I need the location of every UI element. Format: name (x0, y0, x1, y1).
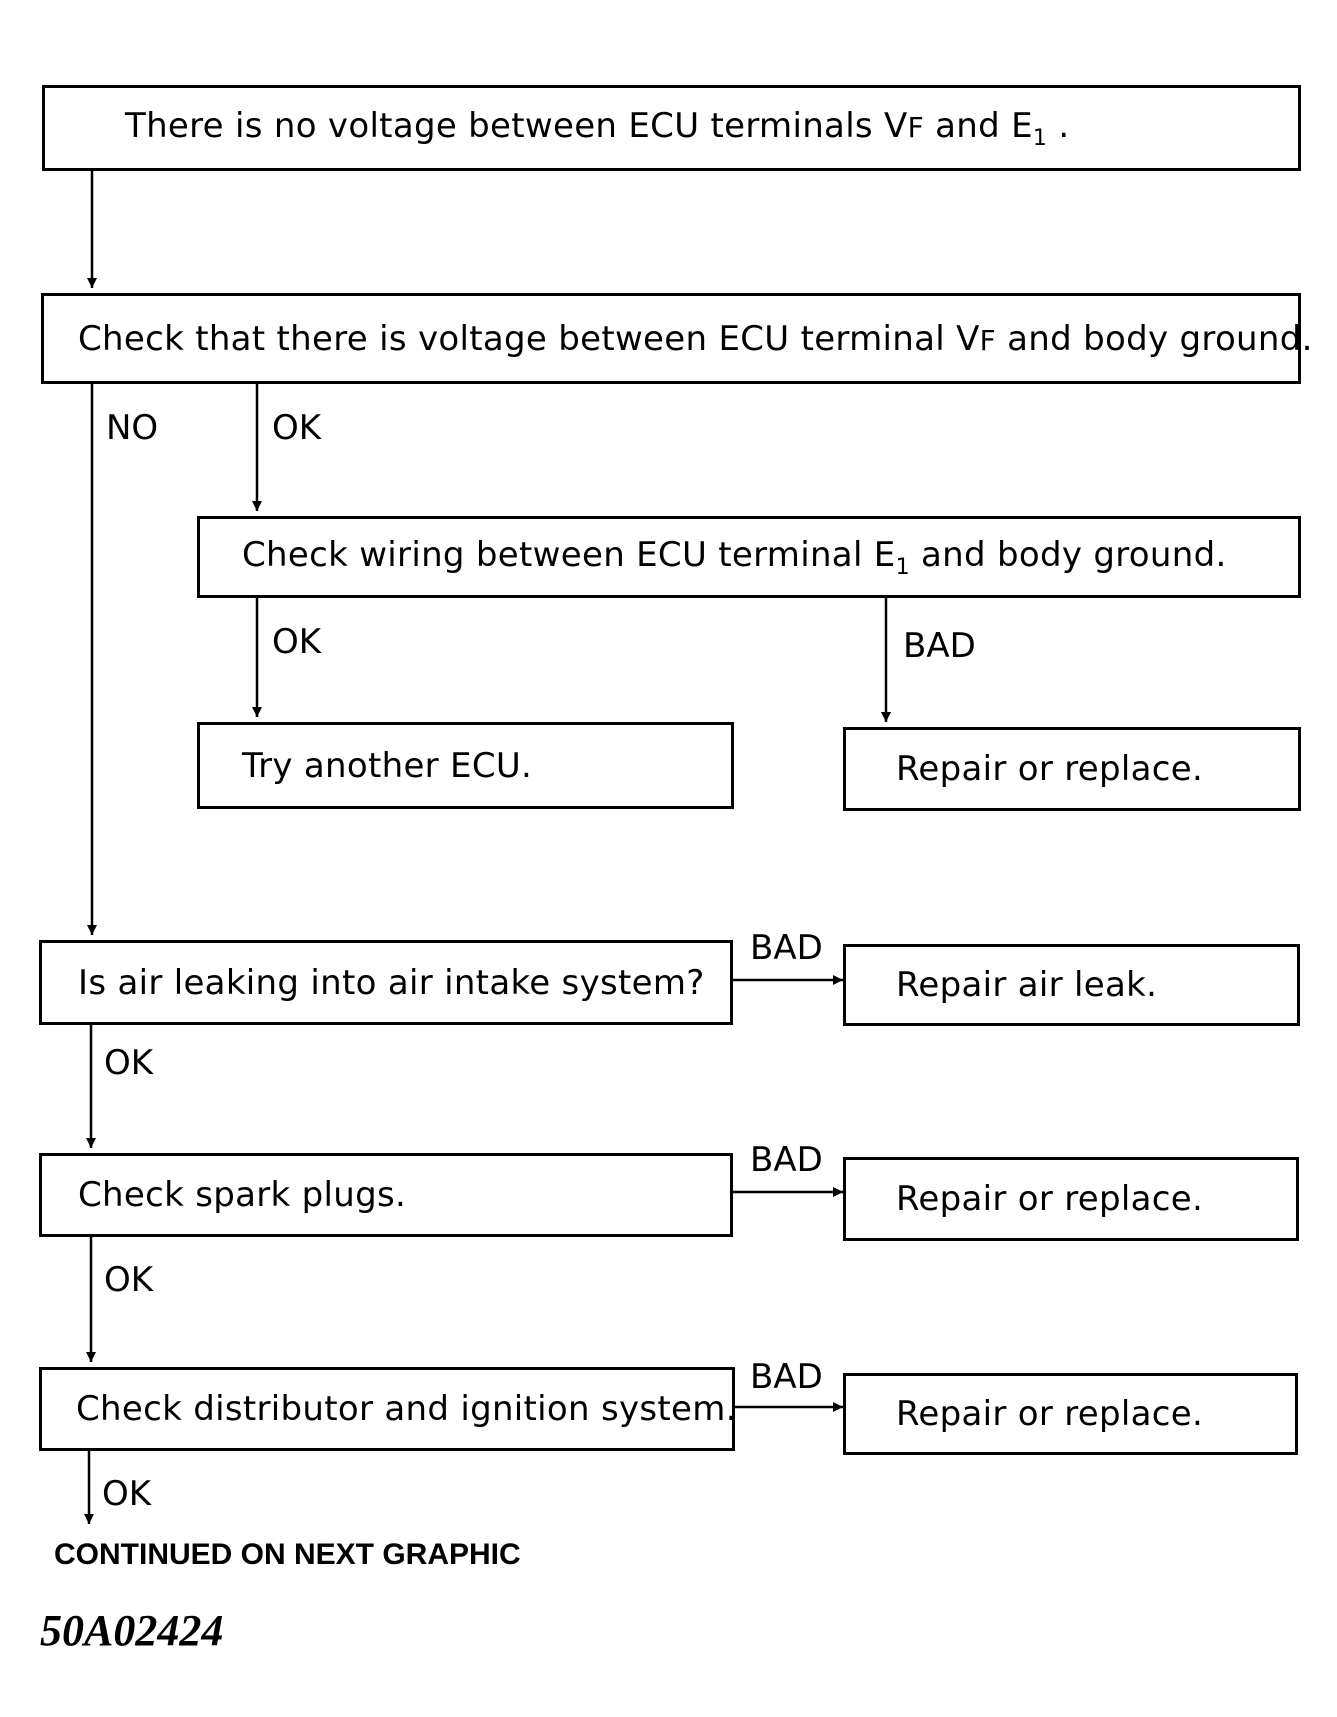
continued-note: CONTINUED ON NEXT GRAPHIC (54, 1538, 521, 1571)
step-check-e1-wiring: Check wiring between ECU terminal E1 and… (197, 516, 1301, 598)
step-distributor: Check distributor and ignition system. (39, 1367, 737, 1451)
step-air-leak-check-text: Is air leaking into air intake system? (78, 962, 705, 1003)
step-spark-plugs: Check spark plugs. (39, 1153, 733, 1237)
edge-label-ok-4: OK (104, 1260, 154, 1300)
edge-label-ok-1: OK (272, 408, 322, 448)
step-no-voltage-text: There is no voltage between ECU terminal… (125, 105, 1070, 151)
edge-label-no: NO (106, 408, 159, 448)
step-repair-replace-3-text: Repair or replace. (896, 1394, 1204, 1434)
step-check-e1-wiring-text: Check wiring between ECU terminal E1 and… (242, 534, 1227, 580)
edge-label-ok-3: OK (104, 1043, 154, 1083)
step-air-leak-check: Is air leaking into air intake system? (39, 940, 733, 1025)
step-try-another-ecu: Try another ECU. (197, 722, 734, 809)
step-repair-replace-2-text: Repair or replace. (896, 1179, 1204, 1219)
figure-id: 50A02424 (40, 1606, 224, 1655)
edge-label-bad-2: BAD (750, 928, 823, 968)
step-repair-air-leak-text: Repair air leak. (896, 965, 1158, 1005)
step-repair-replace-1-text: Repair or replace. (896, 749, 1204, 789)
step-check-vf-ground-text: Check that there is voltage between ECU … (78, 318, 1313, 359)
edge-label-bad-3: BAD (750, 1140, 823, 1180)
edge-label-bad-1: BAD (903, 626, 976, 666)
edge-label-bad-4: BAD (750, 1357, 823, 1397)
edge-label-ok-2: OK (272, 622, 322, 662)
edge-label-ok-5: OK (102, 1474, 152, 1514)
step-no-voltage: There is no voltage between ECU terminal… (42, 85, 1301, 171)
step-spark-plugs-text: Check spark plugs. (78, 1175, 407, 1215)
step-repair-air-leak: Repair air leak. (843, 944, 1300, 1026)
step-repair-replace-1: Repair or replace. (843, 727, 1301, 811)
step-check-vf-ground: Check that there is voltage between ECU … (41, 293, 1312, 384)
step-try-another-ecu-text: Try another ECU. (242, 745, 533, 786)
step-repair-replace-3: Repair or replace. (843, 1373, 1298, 1455)
step-repair-replace-2: Repair or replace. (843, 1157, 1299, 1241)
step-distributor-text: Check distributor and ignition system. (76, 1389, 737, 1429)
